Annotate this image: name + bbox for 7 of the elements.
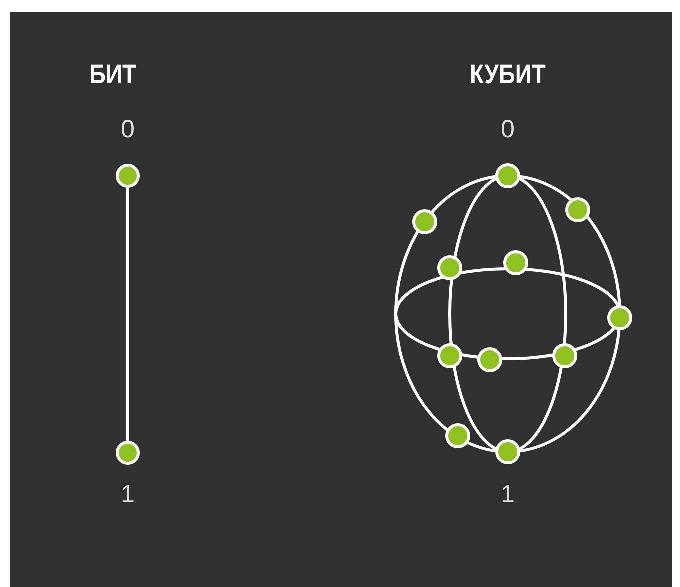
state-label: 1 [501, 480, 515, 510]
heading: БИТ [90, 60, 136, 90]
state-label: 0 [121, 116, 135, 144]
state-label: 0 [501, 116, 515, 144]
state-label: 1 [121, 480, 135, 510]
connector-line [126, 188, 130, 441]
heading: КУБИТ [470, 60, 546, 90]
